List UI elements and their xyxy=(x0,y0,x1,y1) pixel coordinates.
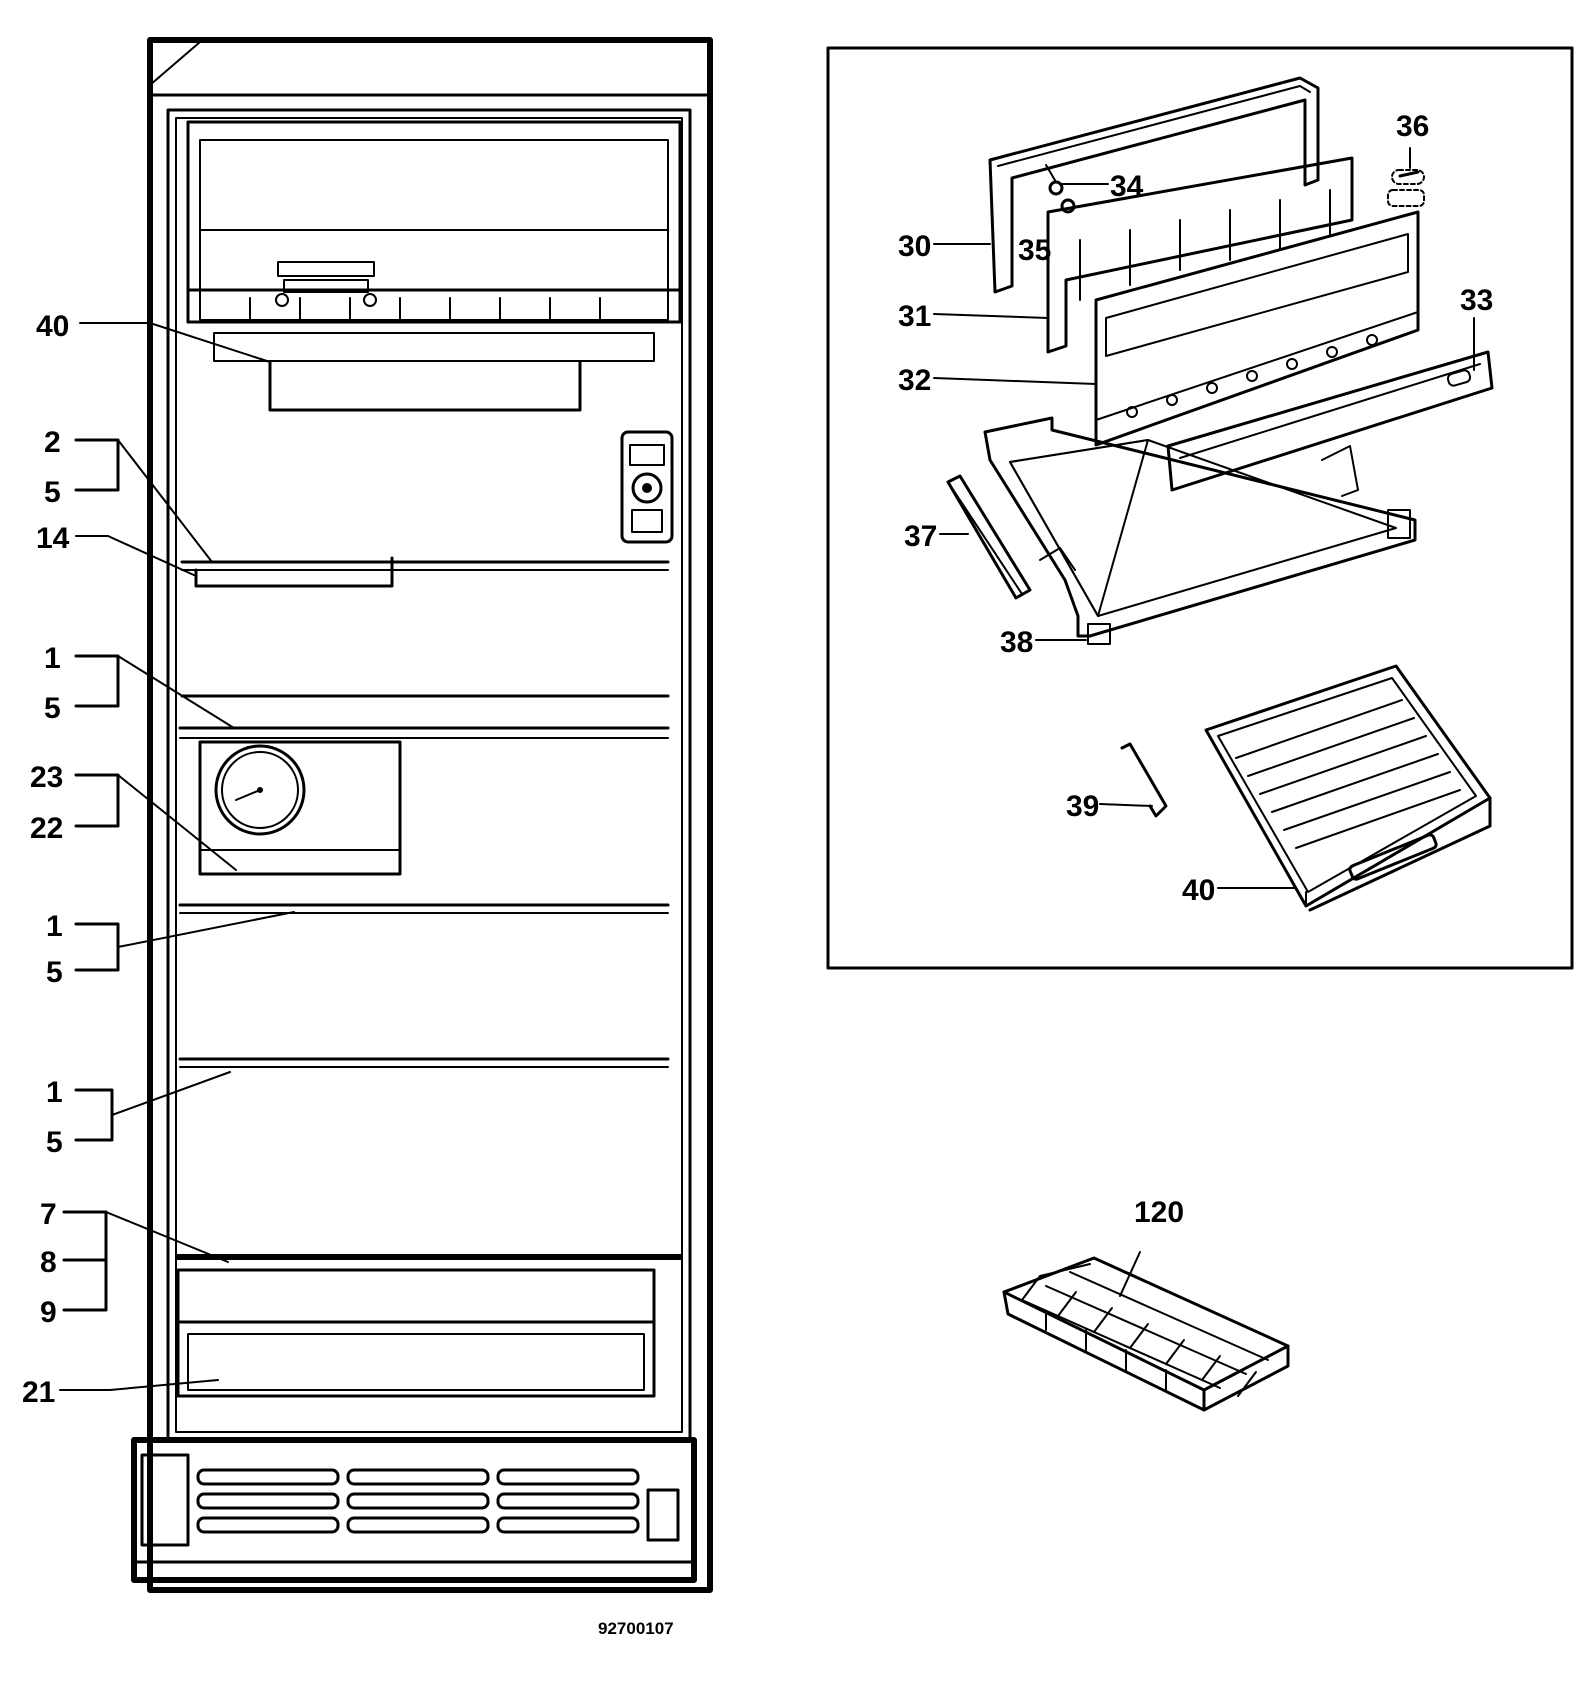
label-35: 35 xyxy=(1018,234,1051,267)
label-36: 36 xyxy=(1396,110,1429,143)
bottom-grille xyxy=(131,1437,697,1583)
label-34: 34 xyxy=(1110,170,1144,203)
fridge-leader-lines xyxy=(59,322,295,1391)
part-32-door-front xyxy=(1094,210,1420,447)
label-5: 5 xyxy=(44,476,61,509)
document-number: 92700107 xyxy=(598,1619,674,1638)
label-7: 7 xyxy=(40,1198,57,1231)
shelf-1 xyxy=(180,556,670,698)
freezer-compartment xyxy=(186,120,682,412)
label-38: 38 xyxy=(1000,626,1033,659)
label-1: 1 xyxy=(44,642,61,675)
label-30: 30 xyxy=(898,230,931,263)
shelf-2 xyxy=(178,726,670,876)
label-40: 40 xyxy=(1182,874,1215,907)
label-120: 120 xyxy=(1134,1196,1184,1229)
inset-labels: 30 31 32 33 34 35 36 37 38 39 40 xyxy=(898,110,1493,907)
label-9: 9 xyxy=(40,1296,57,1329)
part-37-hinge-bar xyxy=(946,474,1032,600)
label-40-drip-tray: 40 xyxy=(36,310,69,343)
refrigerator-cabinet xyxy=(131,37,713,1593)
crisper xyxy=(176,1254,682,1398)
label-39: 39 xyxy=(1066,790,1099,823)
part-30-door-frame xyxy=(988,76,1320,294)
part-35-pin xyxy=(1060,198,1076,214)
label-31: 31 xyxy=(898,300,931,333)
label-23: 23 xyxy=(30,761,63,794)
part-40-ice-drawer xyxy=(1204,664,1492,912)
label-1: 1 xyxy=(46,910,63,943)
label-5: 5 xyxy=(46,1126,63,1159)
part-31-inner-panel xyxy=(1046,156,1354,354)
label-32: 32 xyxy=(898,364,931,397)
shelf-3 xyxy=(178,903,670,914)
part-39-clip xyxy=(1120,742,1168,818)
label-5: 5 xyxy=(46,956,63,989)
thermostat-control xyxy=(620,430,674,544)
label-2: 2 xyxy=(44,426,61,459)
label-1: 1 xyxy=(46,1076,63,1109)
label-37: 37 xyxy=(904,520,937,553)
part-36-hinge-pin xyxy=(1387,169,1425,207)
inset-leader-lines xyxy=(933,147,1475,889)
shelf-4 xyxy=(178,1057,670,1068)
label-33: 33 xyxy=(1460,284,1493,317)
freezer-parts-inset: 30 31 32 33 34 35 36 37 38 39 40 xyxy=(826,46,1574,970)
label-14: 14 xyxy=(36,522,70,555)
label-22: 22 xyxy=(30,812,63,845)
part-34-screw xyxy=(1045,164,1064,196)
label-21: 21 xyxy=(22,1376,55,1409)
fridge-labels: 40 2 5 14 1 5 23 22 1 5 1 5 7 8 9 21 xyxy=(22,310,70,1409)
part-38-freezer-shelf xyxy=(983,416,1417,645)
part-33-handle-strip xyxy=(1166,350,1494,492)
part-120-ice-tray xyxy=(1002,1251,1290,1412)
label-8: 8 xyxy=(40,1246,57,1279)
label-5: 5 xyxy=(44,692,61,725)
